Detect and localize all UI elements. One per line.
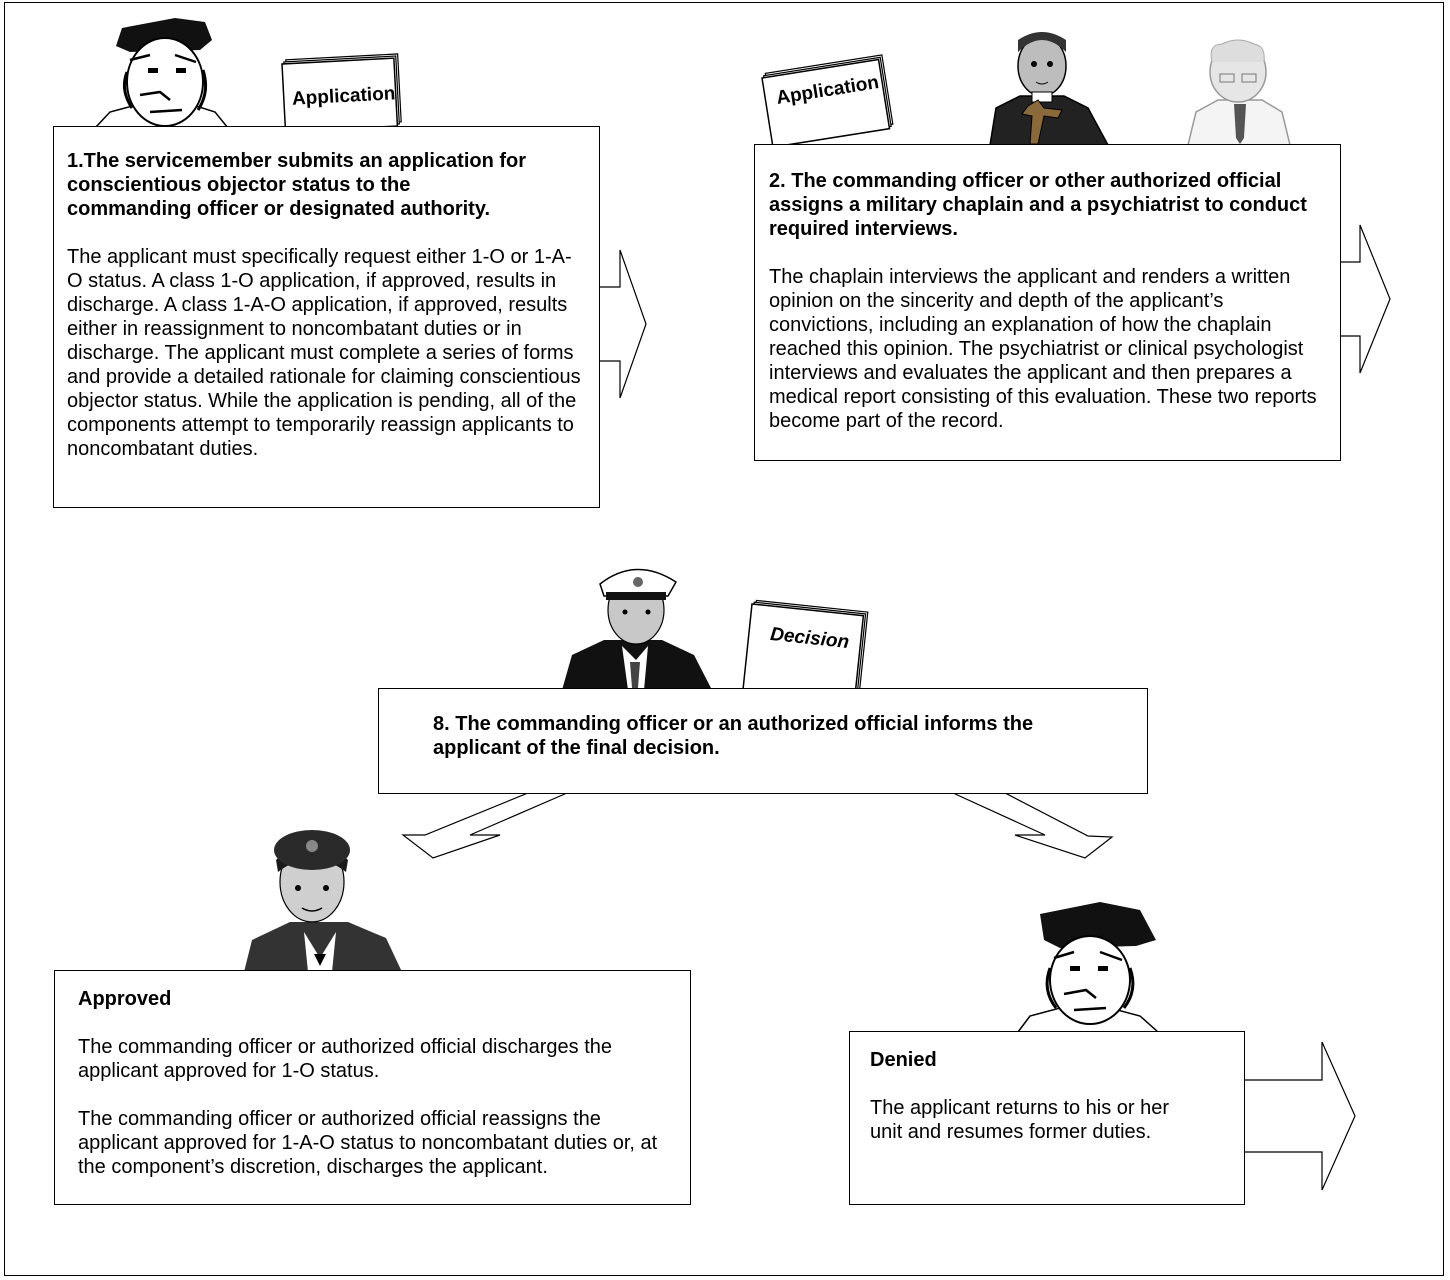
document-icon [281, 53, 402, 133]
female-officer-icon [244, 830, 402, 972]
arrow-to-approved [401, 792, 568, 859]
step-2-box: 2. The commanding officer or other autho… [754, 144, 1341, 461]
diagram-frame [4, 2, 1444, 1276]
approved-para-2: The commanding officer or authorized off… [78, 1108, 658, 1178]
psychiatrist-icon [1187, 39, 1291, 146]
denied-box: Denied The applicant returns to his or h… [849, 1031, 1245, 1205]
denied-title: Denied [870, 1049, 937, 1071]
document-icon [761, 54, 894, 148]
arrow-denied-out [1243, 1041, 1356, 1191]
denied-body: The applicant returns to his or her unit… [870, 1097, 1170, 1143]
step-2-body: The chaplain interviews the applicant an… [769, 266, 1317, 432]
document-icon [742, 599, 869, 703]
approved-para-1: The commanding officer or authorized off… [78, 1036, 612, 1082]
step-8-box: 8. The commanding officer or an authoriz… [378, 688, 1148, 794]
approved-title: Approved [78, 988, 172, 1010]
approved-box: Approved The commanding officer or autho… [54, 970, 691, 1205]
step-8-title: 8. The commanding officer or an authoriz… [433, 713, 1034, 759]
chaplain-icon [989, 32, 1110, 146]
step-1-body: The applicant must specifically request … [67, 246, 581, 460]
sailor-icon [1016, 902, 1160, 1033]
arrow-step1-to-step2 [597, 249, 647, 399]
step-1-title: 1.The servicemember submits an applicati… [67, 150, 527, 220]
step-2-title: 2. The commanding officer or other autho… [769, 170, 1307, 240]
step-1-box: 1.The servicemember submits an applicati… [53, 126, 600, 508]
naval-officer-icon [562, 568, 712, 690]
sailor-icon [93, 18, 230, 129]
arrow-step2-out [1339, 224, 1391, 374]
arrow-to-denied [952, 792, 1114, 859]
